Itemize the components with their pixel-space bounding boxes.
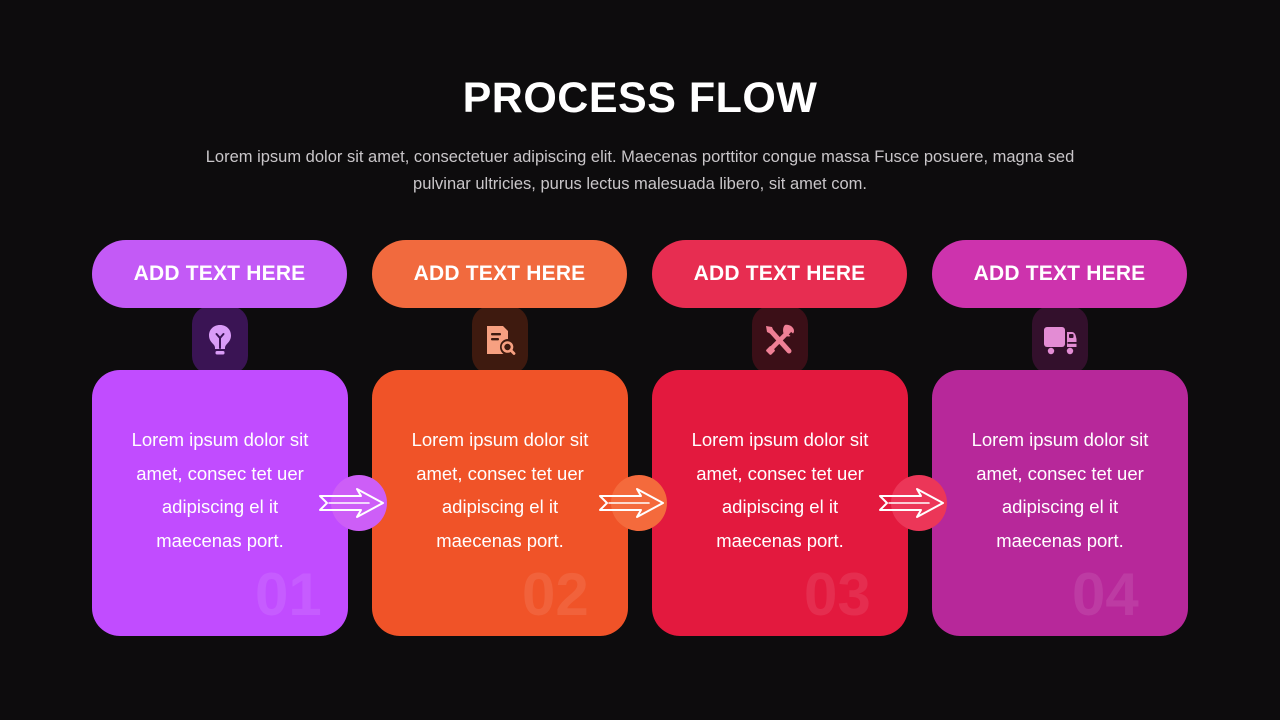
document-search-icon	[478, 320, 522, 360]
tools-icon	[758, 320, 802, 360]
step-2-number: 02	[522, 561, 589, 628]
step-3-number: 03	[804, 561, 871, 628]
step-3-card: 03 Lorem ipsum dolor sit amet, consec te…	[652, 370, 908, 636]
step-4-number: 04	[1072, 561, 1139, 628]
arrow-right-icon	[599, 488, 664, 518]
step-2-header: ADD TEXT HERE	[372, 240, 627, 308]
lightbulb-icon	[198, 320, 242, 360]
step-4-header: ADD TEXT HERE	[932, 240, 1187, 308]
step-1-card: 01 Lorem ipsum dolor sit amet, consec te…	[92, 370, 348, 636]
arrow-right-icon	[879, 488, 944, 518]
process-step-3: ADD TEXT HERE 03 Lorem ipsum dolor sit a…	[652, 240, 908, 638]
delivery-truck-icon	[1038, 320, 1082, 360]
step-1-header: ADD TEXT HERE	[92, 240, 347, 308]
process-step-4: ADD TEXT HERE 04 Lorem ipsum dolor sit a…	[932, 240, 1188, 638]
step-2-text: Lorem ipsum dolor sit amet, consec tet u…	[411, 429, 589, 551]
step-1-number: 01	[255, 561, 322, 628]
step-3-header: ADD TEXT HERE	[652, 240, 907, 308]
step-4-card: 04 Lorem ipsum dolor sit amet, consec te…	[932, 370, 1188, 636]
process-step-2: ADD TEXT HERE 02 Lorem ipsum dolor sit a…	[372, 240, 628, 638]
page-subtitle: Lorem ipsum dolor sit amet, consectetuer…	[205, 148, 1075, 193]
step-3-text: Lorem ipsum dolor sit amet, consec tet u…	[691, 429, 869, 551]
page-title: PROCESS FLOW	[462, 74, 818, 122]
arrow-right-icon	[319, 488, 384, 518]
process-step-1: ADD TEXT HERE 01 Lorem ipsum dolor sit a…	[92, 240, 348, 638]
step-2-card: 02 Lorem ipsum dolor sit amet, consec te…	[372, 370, 628, 636]
step-4-text: Lorem ipsum dolor sit amet, consec tet u…	[971, 429, 1149, 551]
step-1-text: Lorem ipsum dolor sit amet, consec tet u…	[131, 429, 309, 551]
